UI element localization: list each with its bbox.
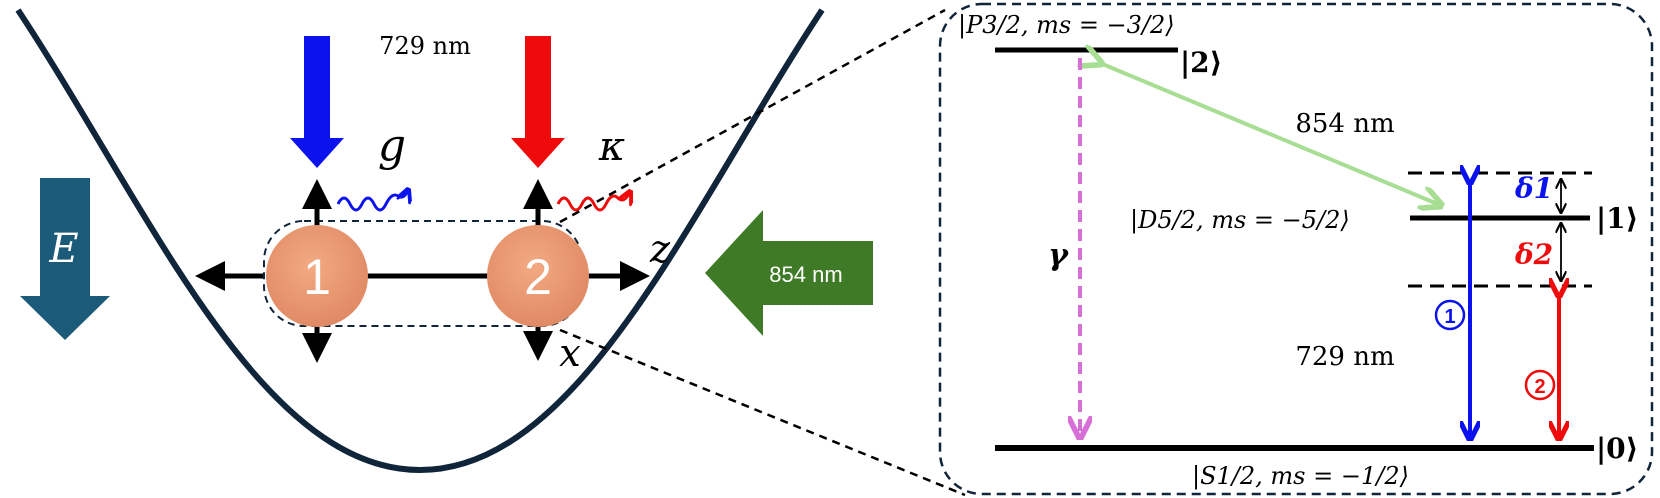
red-laser-beam [511,36,565,168]
electric-field-arrow: E [20,178,110,340]
detuning-2-label-text: δ2 [1514,238,1553,271]
ion-1: 1 [266,225,368,327]
transition-2-marker: 2 [1524,369,1556,401]
detuning-1-label: δ1 [1514,172,1553,205]
cavity-decay-wave-icon [556,192,630,212]
coupling-g-label: g [378,120,406,171]
detuning-2-label: δ2 [1514,238,1553,271]
d-level-label: |D5/2, ms = −5/2⟩ [1130,206,1350,235]
ion-2-label: 2 [524,249,552,305]
s-level-label: |S1/2, ms = −1/2⟩ [1192,462,1409,491]
detuning-1-label-text: δ1 [1514,172,1553,205]
repump-transition-arrow [1100,63,1440,205]
p-level-label: |P3/2, ms = −3/2⟩ [958,11,1175,40]
repump-854-label: 854 nm [769,262,842,287]
level-scheme-frame [938,2,1654,496]
coupling-photon-wave-icon [336,190,408,212]
axis-x-label: x [559,331,580,375]
level-scheme-panel: |P3/2, ms = −3/2⟩ |2⟩ |D5/2, ms = −5/2⟩ … [938,2,1654,496]
transition-1-marker: 1 [1434,299,1466,331]
trap-potential-curve [15,8,825,474]
repump-854-arrow: 854 nm [705,210,873,336]
ion-2: 2 [487,225,589,327]
electric-field-label: E [48,226,78,272]
decay-gamma-label: γ [1048,238,1069,273]
transition-2-marker-label: 2 [1534,376,1545,398]
ion-1-label: 1 [303,249,331,305]
s-level-short-label: |0⟩ [1596,432,1638,465]
transition-1-marker-label: 1 [1444,306,1455,328]
cavity-decay-label: κ [598,124,625,170]
d-level-short-label: |1⟩ [1596,202,1638,235]
repump-transition-label: 854 nm [1295,109,1394,139]
trap-panel: E 729 nm g κ z x 1 [15,8,966,497]
blue-laser-beam [290,36,344,168]
probe-729-label: 729 nm [1295,342,1394,372]
axis-z-label: z [649,227,671,271]
zoom-guide-line [559,8,946,224]
zoom-guide-line [559,328,966,497]
p-level-short-label: |2⟩ [1180,46,1222,79]
laser-729-label: 729 nm [379,32,471,60]
